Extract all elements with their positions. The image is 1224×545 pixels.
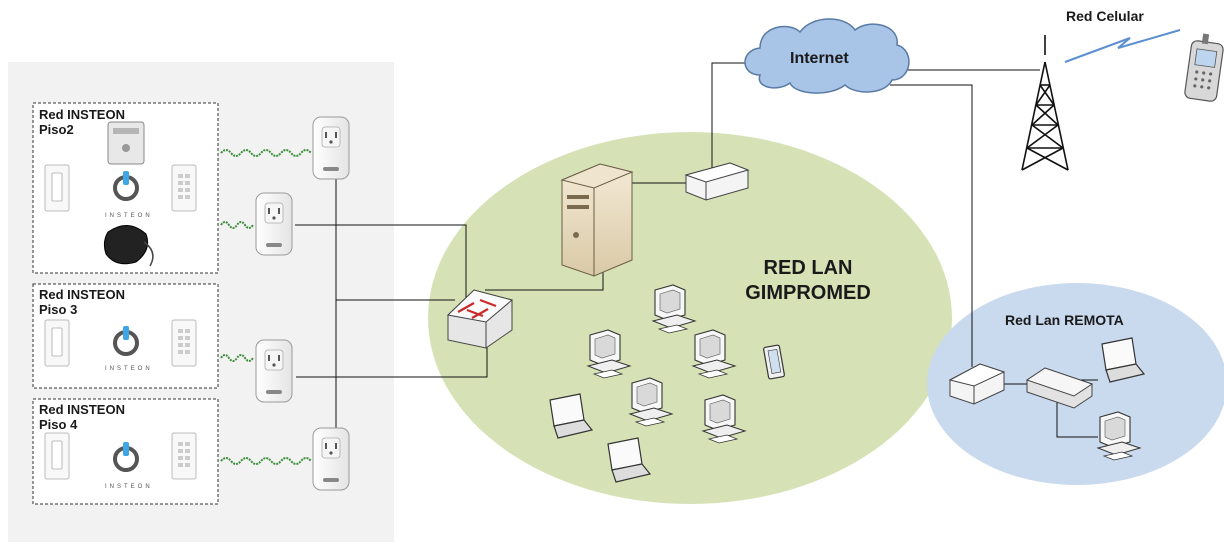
powerline-adapter-icon bbox=[312, 116, 350, 180]
floor3-title: Red INSTEON bbox=[39, 287, 125, 302]
lan-label-line1: RED LAN bbox=[763, 257, 853, 279]
keypad-icon bbox=[171, 319, 197, 367]
desktop-pc-icon bbox=[586, 329, 632, 379]
powerline-adapter-icon bbox=[255, 192, 293, 256]
lan-router-icon bbox=[684, 162, 750, 201]
floor2-subtitle: Piso2 bbox=[39, 122, 74, 137]
remote-lan-label: Red Lan REMOTA bbox=[1005, 312, 1124, 328]
floor3-label: Red INSTEON Piso 3 bbox=[39, 287, 125, 317]
desktop-pc-icon bbox=[628, 377, 674, 427]
powerline-links bbox=[220, 149, 312, 465]
floor4-title: Red INSTEON bbox=[39, 402, 125, 417]
floor2-label: Red INSTEON Piso2 bbox=[39, 107, 125, 137]
internet-label: Internet bbox=[790, 50, 849, 67]
remote-fob-icon bbox=[103, 225, 154, 267]
insteon-logo-text: INSTEON bbox=[105, 484, 153, 490]
desktop-pc-icon bbox=[691, 329, 737, 379]
powerline-adapters bbox=[255, 116, 350, 491]
server-icon bbox=[560, 163, 634, 277]
lan-label: RED LAN GIMPROMED bbox=[728, 256, 888, 306]
desktop-pc-icons bbox=[586, 284, 1142, 461]
powerline-adapter-icon bbox=[255, 339, 293, 403]
dimmer-switch-icon bbox=[44, 432, 70, 480]
insteon-logo-text: INSTEON bbox=[105, 366, 153, 372]
network-switch-icon bbox=[446, 289, 514, 349]
floor2-title: Red INSTEON bbox=[39, 107, 125, 122]
laptop-icons bbox=[549, 337, 1146, 483]
insteon-logo-icon bbox=[113, 442, 139, 472]
lan-label-line2: GIMPROMED bbox=[745, 282, 871, 304]
floor4-subtitle: Piso 4 bbox=[39, 417, 78, 432]
dimmer-switch-icon bbox=[44, 164, 70, 212]
insteon-logo-icon bbox=[113, 171, 139, 201]
insteon-devices bbox=[44, 121, 197, 480]
insteon-logo-text: INSTEON bbox=[105, 213, 153, 219]
keypad-icon bbox=[171, 164, 197, 212]
desktop-pc-icon bbox=[651, 284, 697, 334]
cellular-label: Red Celular bbox=[1066, 8, 1144, 24]
keypad-icon bbox=[171, 432, 197, 480]
desktop-pc-icon bbox=[1096, 411, 1142, 461]
floor3-subtitle: Piso 3 bbox=[39, 302, 78, 317]
remote-router-icon bbox=[948, 363, 1006, 405]
remote-hub-icon bbox=[1025, 367, 1094, 409]
cell-phone-icon bbox=[1184, 33, 1224, 102]
desktop-pc-icon bbox=[701, 394, 747, 444]
wireless-signal-icon bbox=[1064, 29, 1181, 63]
insteon-logo-icon bbox=[113, 326, 139, 356]
floor4-label: Red INSTEON Piso 4 bbox=[39, 402, 125, 432]
network-cables bbox=[295, 62, 1098, 438]
cell-tower-icon bbox=[1021, 35, 1069, 171]
dimmer-switch-icon bbox=[44, 319, 70, 367]
internet-cloud bbox=[744, 18, 910, 94]
door-lock-icon bbox=[107, 121, 145, 165]
powerline-adapter-icon bbox=[312, 427, 350, 491]
